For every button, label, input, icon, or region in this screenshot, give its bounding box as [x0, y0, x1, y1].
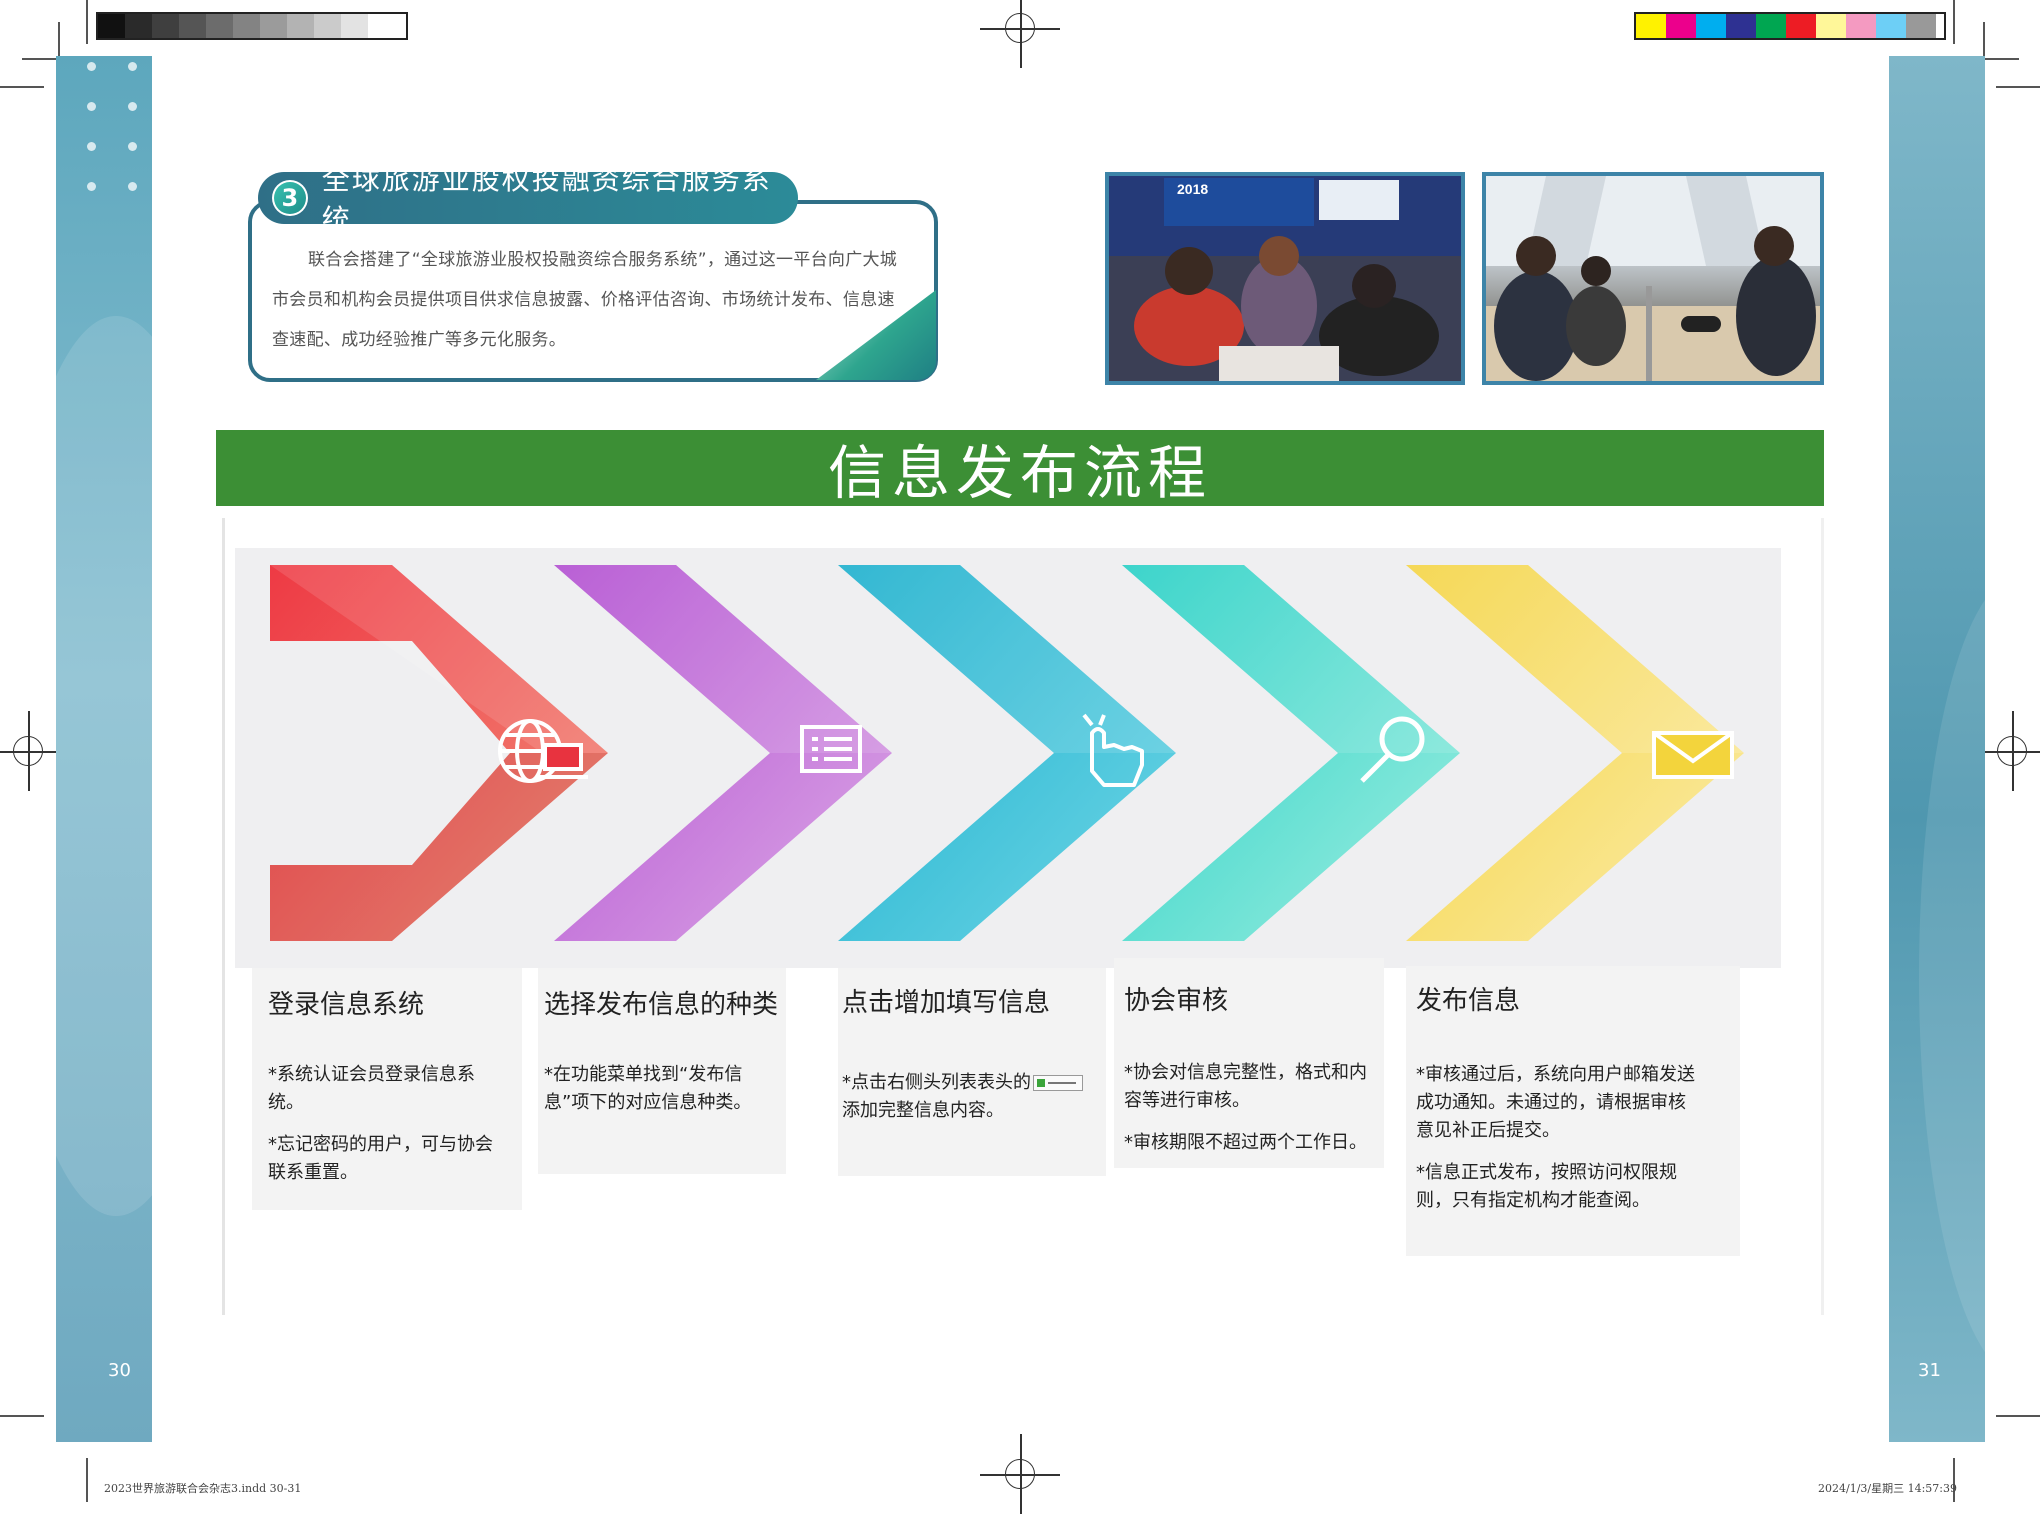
- step-4-note-2: *审核期限不超过两个工作日。: [1124, 1132, 1367, 1153]
- crop-mark: [1953, 0, 1955, 44]
- globe-laptop-icon: [498, 719, 588, 783]
- step-3-chevron: [838, 565, 1176, 941]
- magnifier-icon: [1360, 716, 1425, 783]
- grayscale-swatch-bar: [96, 12, 408, 40]
- color-swatch-bar: [1634, 12, 1946, 40]
- crop-mark: [1985, 58, 2019, 60]
- step-3-note-1: *点击右侧头列表表头的: [842, 1072, 1031, 1093]
- step-2-note-1: *在功能菜单找到“发布信息”项下的对应信息种类。: [544, 1064, 752, 1113]
- color-swatch: [233, 14, 260, 38]
- event-photo-2: [1482, 172, 1824, 385]
- registration-mark-top: [980, 0, 1060, 68]
- crop-mark: [1983, 22, 1985, 56]
- color-swatch: [125, 14, 152, 38]
- crop-mark: [22, 58, 56, 60]
- color-swatch: [1726, 14, 1756, 38]
- step-5-note-2: *信息正式发布，按照访问权限规则，只有指定机构才能查阅。: [1416, 1162, 1677, 1211]
- registration-mark-right: [1972, 711, 2040, 791]
- section-body-text: 联合会搭建了“全球旅游业股权投融资综合服务系统”，通过这一平台向广大城市会员和机…: [272, 250, 898, 350]
- color-swatch: [1666, 14, 1696, 38]
- color-swatch: [152, 14, 179, 38]
- color-swatch: [1816, 14, 1846, 38]
- page-number-left: 30: [108, 1360, 131, 1381]
- list-icon: [800, 725, 862, 773]
- footer-file-slug: 2023世界旅游联合会杂志3.indd 30-31: [104, 1482, 302, 1495]
- color-swatch: [341, 14, 368, 38]
- color-swatch: [260, 14, 287, 38]
- step-2-title: 选择发布信息的种类: [544, 990, 779, 1020]
- color-swatch: [314, 14, 341, 38]
- step-3-title: 点击增加填写信息: [842, 988, 1051, 1018]
- color-swatch: [1756, 14, 1786, 38]
- flow-title: 信息发布流程: [827, 439, 1212, 507]
- color-swatch: [206, 14, 233, 38]
- color-swatch: [1846, 14, 1876, 38]
- crop-mark: [0, 1415, 44, 1417]
- left-side-band: 30: [56, 56, 152, 1442]
- crop-mark: [1953, 1458, 1955, 1502]
- section-number-badge: 3: [272, 180, 308, 216]
- color-swatch: [1786, 14, 1816, 38]
- crop-mark: [86, 1458, 88, 1502]
- color-swatch: [1696, 14, 1726, 38]
- step-card-2: 选择发布信息的种类 *在功能菜单找到“发布信息”项下的对应信息种类。: [538, 968, 786, 1174]
- step-card-3: 点击增加填写信息 *点击右侧头列表表头的 添加完整信息内容。: [838, 968, 1106, 1176]
- footer-timestamp: 2024/1/3/星期三 14:57:39: [1818, 1482, 1958, 1495]
- color-swatch: [98, 14, 125, 38]
- process-chevrons: [270, 565, 1744, 941]
- crop-mark: [86, 0, 88, 44]
- photo-banner-text: 2018: [1177, 181, 1208, 197]
- flow-title-banner: 信息发布流程: [216, 430, 1824, 507]
- pointer-hand-icon: [1082, 713, 1144, 787]
- step-1-title: 登录信息系统: [268, 990, 425, 1020]
- page-number-right: 31: [1918, 1360, 1941, 1381]
- color-swatch: [1906, 14, 1936, 38]
- step-card-5: 发布信息 *审核通过后，系统向用户邮箱发送成功通知。未通过的，请根据审核意见补正…: [1406, 966, 1740, 1256]
- step-4-chevron: [1122, 565, 1460, 941]
- color-swatch: [1636, 14, 1666, 38]
- color-swatch: [368, 14, 395, 38]
- section-title-pill: 3 全球旅游业股权投融资综合服务系统: [258, 163, 798, 236]
- envelope-icon: [1652, 731, 1734, 779]
- crop-mark: [0, 86, 44, 88]
- color-swatch: [287, 14, 314, 38]
- step-4-title: 协会审核: [1124, 986, 1229, 1016]
- flow-panel: [222, 518, 1824, 1315]
- section-title: 全球旅游业股权投融资综合服务系统: [321, 163, 772, 236]
- step-5-title: 发布信息: [1416, 986, 1521, 1016]
- color-swatch: [179, 14, 206, 38]
- step-4-note-1: *协会对信息完整性，格式和内容等进行审核。: [1124, 1062, 1367, 1111]
- registration-mark-bottom: [980, 1434, 1060, 1514]
- step-card-4: 协会审核 *协会对信息完整性，格式和内容等进行审核。 *审核期限不超过两个工作日…: [1114, 958, 1384, 1168]
- registration-mark-left: [0, 711, 68, 791]
- step-3-note-2: 添加完整信息内容。: [842, 1100, 1004, 1121]
- right-side-band: 31: [1889, 56, 1985, 1442]
- step-2-chevron: [554, 565, 892, 941]
- add-button-illustration: [1033, 1075, 1083, 1091]
- crop-mark: [1996, 1415, 2040, 1417]
- crop-mark: [1996, 86, 2040, 88]
- step-1-note-2: *忘记密码的用户，可与协会联系重置。: [268, 1134, 493, 1183]
- event-photo-1: 2018: [1105, 172, 1465, 385]
- step-5-note-1: *审核通过后，系统向用户邮箱发送成功通知。未通过的，请根据审核意见补正后提交。: [1416, 1064, 1695, 1141]
- color-swatch: [1876, 14, 1906, 38]
- step-card-1: 登录信息系统 *系统认证会员登录信息系统。 *忘记密码的用户，可与协会联系重置。: [252, 968, 522, 1210]
- intro-box: [248, 200, 938, 382]
- step-1-note-1: *系统认证会员登录信息系统。: [268, 1064, 475, 1113]
- crop-mark: [58, 22, 60, 56]
